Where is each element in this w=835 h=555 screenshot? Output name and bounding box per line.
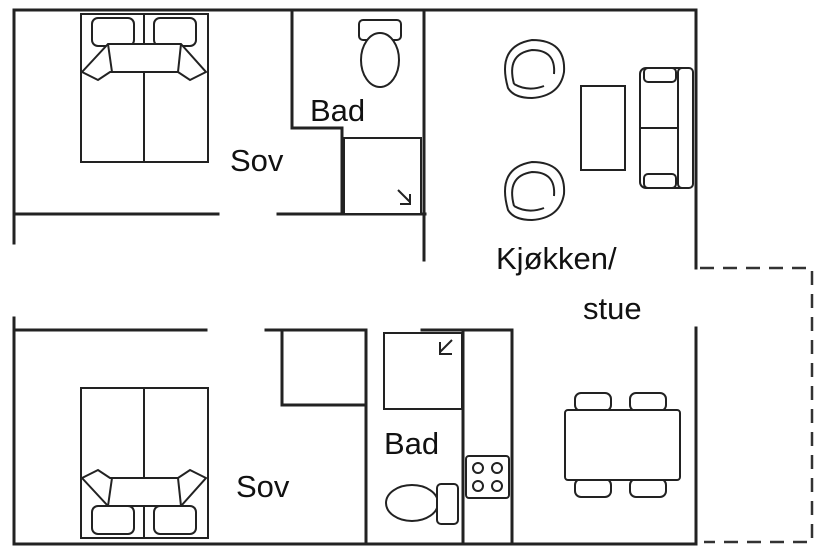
stove bbox=[465, 455, 510, 499]
armchair-upper bbox=[504, 38, 566, 100]
shower-top bbox=[343, 137, 422, 215]
room-label-bedroom-top: Sov bbox=[230, 143, 284, 178]
room-label-kitchen-living-2: stue bbox=[583, 291, 642, 326]
double-bed-top bbox=[80, 13, 209, 163]
double-bed-bottom bbox=[80, 387, 209, 539]
room-label-bedroom-bottom: Sov bbox=[236, 469, 290, 504]
room-label-bath-top: Bad bbox=[310, 93, 365, 128]
coffee-table bbox=[580, 85, 626, 171]
shower-bottom bbox=[383, 332, 463, 410]
dining-set bbox=[564, 392, 681, 498]
room-label-kitchen-living: Kjøkken/ bbox=[496, 241, 617, 276]
balcony-outline bbox=[700, 266, 814, 544]
toilet-bottom bbox=[385, 483, 459, 525]
room-label-bath-bottom: Bad bbox=[384, 426, 439, 461]
walls bbox=[12, 8, 698, 546]
sofa bbox=[639, 67, 694, 189]
armchair-lower bbox=[504, 160, 566, 222]
toilet-top bbox=[358, 19, 402, 88]
